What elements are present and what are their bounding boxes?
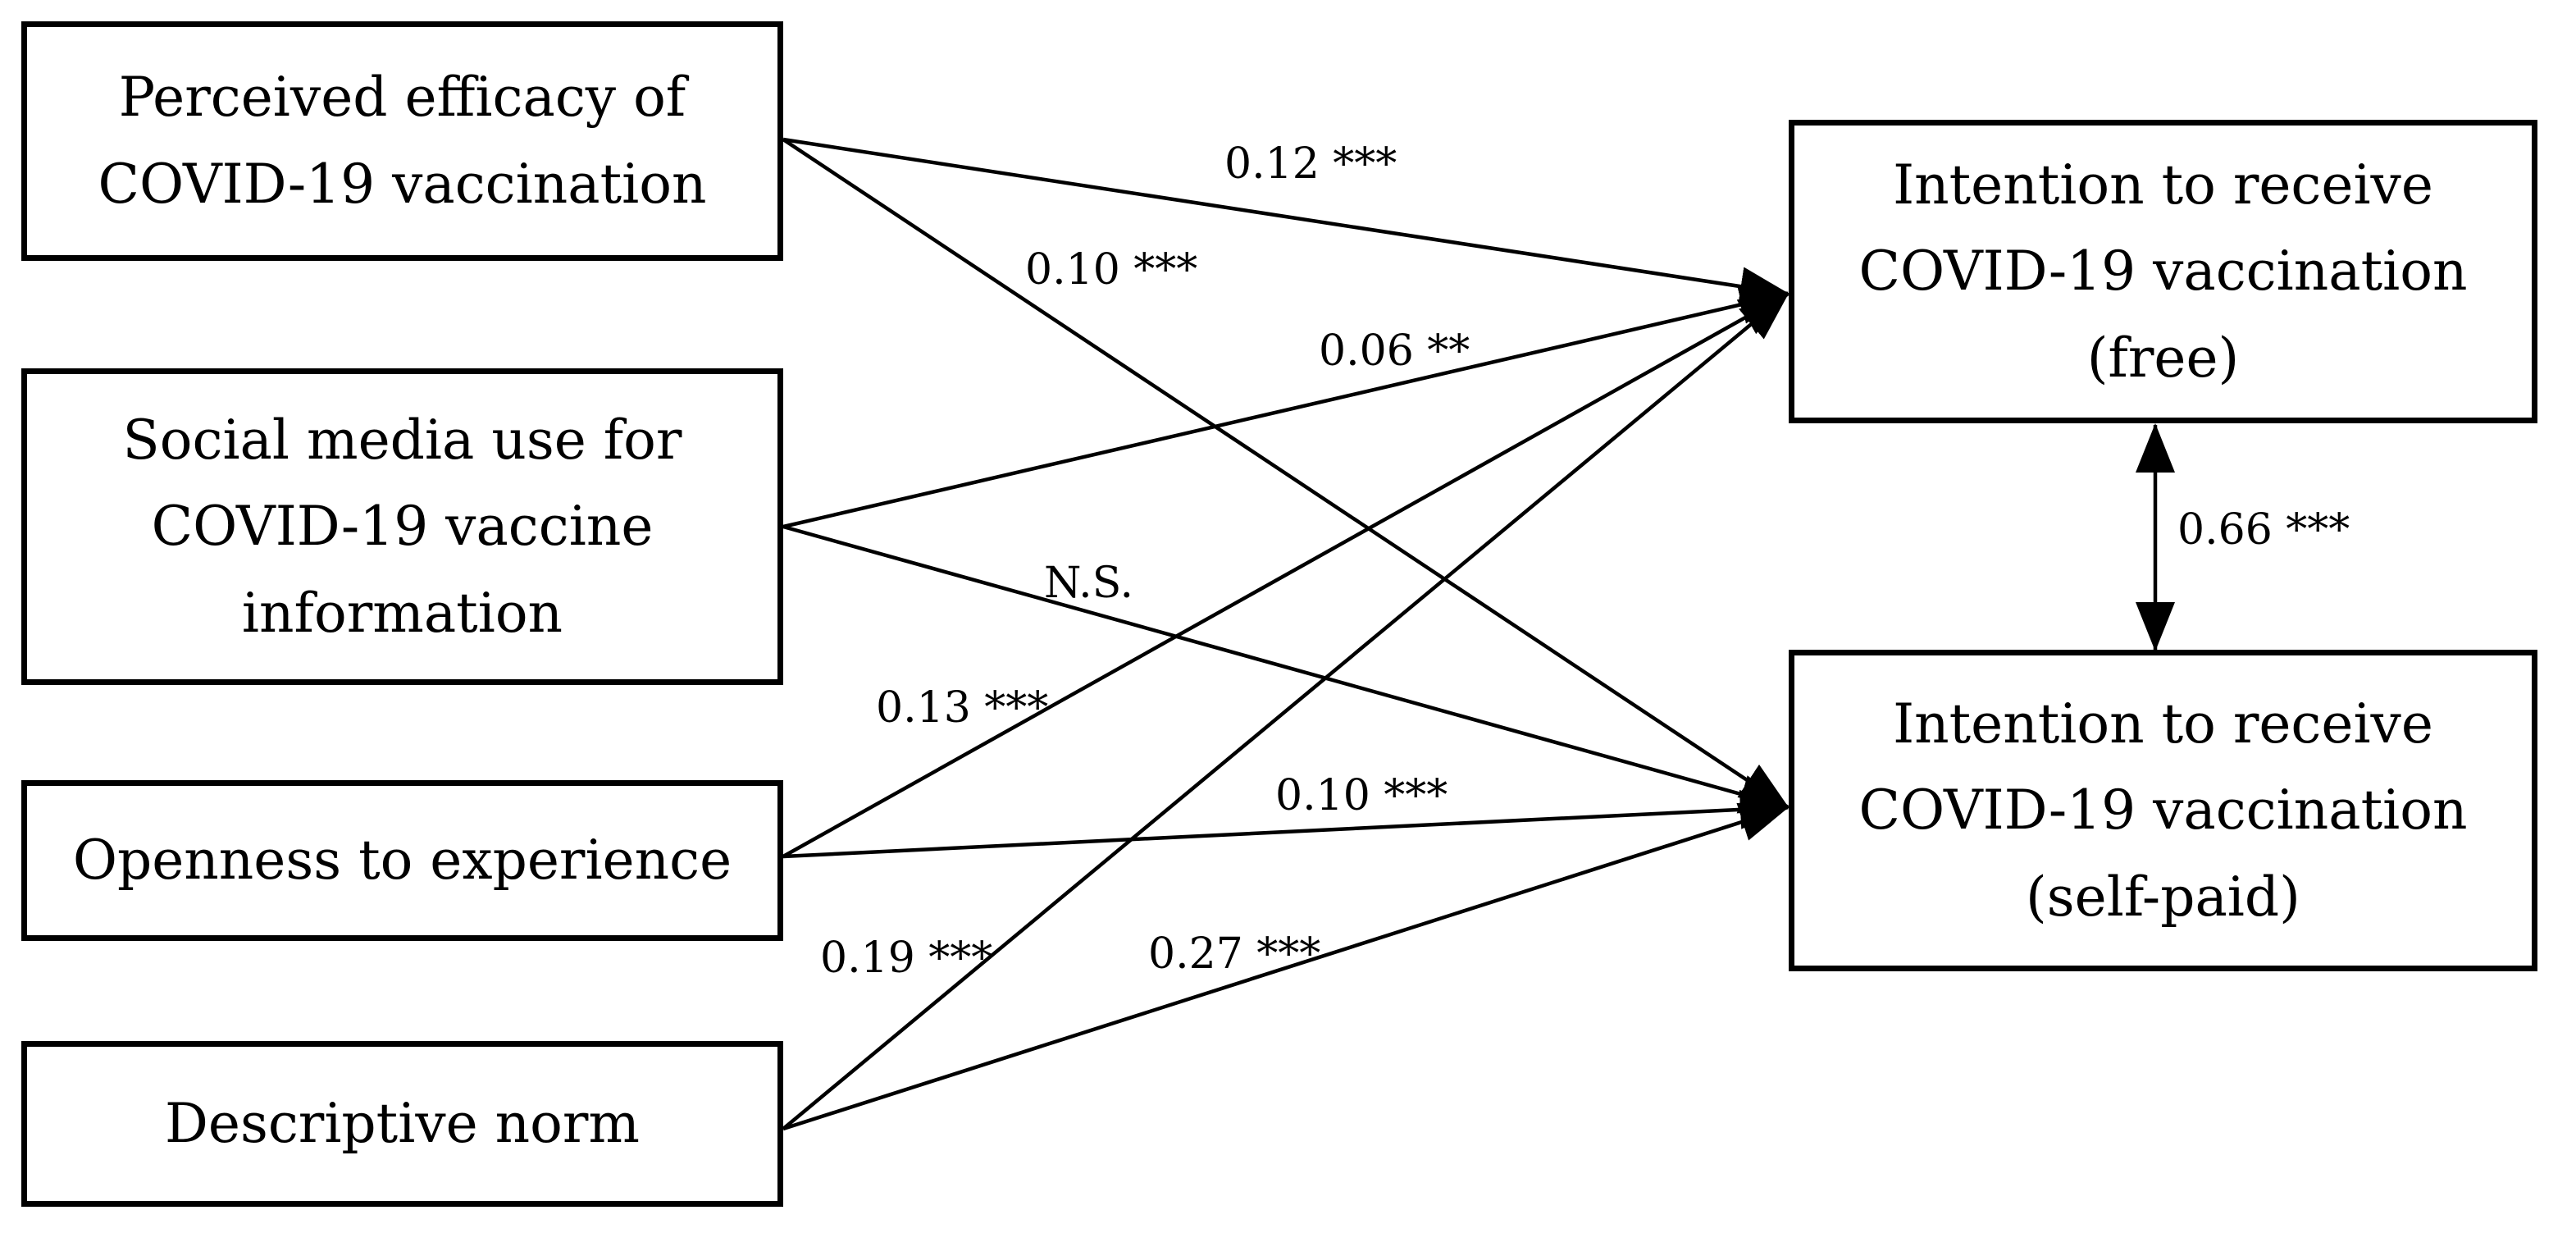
path-efficacy-to-selfpaid	[782, 138, 1790, 809]
box-openness: Openness to experience	[21, 780, 783, 941]
box-intention-self-paid: Intention to receive COVID-19 vaccinatio…	[1789, 650, 2537, 971]
coef-norm-to-free: 0.19 ***	[820, 934, 992, 983]
box-openness-label: Openness to experience	[72, 829, 732, 893]
path-social-to-free	[782, 285, 1790, 529]
path-norm-to-selfpaid	[782, 802, 1790, 1131]
path-social-to-selfpaid	[782, 524, 1790, 814]
box-intention-self-paid-label: Intention to receive COVID-19 vaccinatio…	[1858, 692, 2468, 929]
coef-openness-to-selfpaid: 0.10 ***	[1275, 771, 1448, 820]
box-perceived-efficacy: Perceived efficacy of COVID-19 vaccinati…	[21, 21, 783, 261]
path-openness-to-selfpaid	[782, 789, 1790, 859]
box-social-media-use-label: Social media use for COVID-19 vaccine in…	[122, 408, 682, 645]
path-efficacy-to-free	[782, 137, 1790, 306]
coef-social-to-selfpaid: N.S.	[1044, 559, 1133, 608]
coef-efficacy-to-free: 0.12 ***	[1224, 139, 1397, 189]
box-social-media-use: Social media use for COVID-19 vaccine in…	[21, 368, 783, 685]
box-descriptive-norm: Descriptive norm	[21, 1041, 783, 1207]
coef-efficacy-to-selfpaid: 0.10 ***	[1025, 245, 1197, 295]
coef-openness-to-free: 0.13 ***	[876, 683, 1048, 733]
coef-social-to-free: 0.06 **	[1319, 327, 1470, 376]
coef-correlation: 0.66 ***	[2177, 505, 2350, 555]
box-intention-free-label: Intention to receive COVID-19 vaccinatio…	[1858, 153, 2468, 390]
box-intention-free: Intention to receive COVID-19 vaccinatio…	[1789, 120, 2537, 423]
path-norm-to-free	[782, 292, 1790, 1130]
path-openness-to-free	[782, 292, 1790, 858]
box-perceived-efficacy-label: Perceived efficacy of COVID-19 vaccinati…	[98, 66, 707, 216]
coef-norm-to-selfpaid: 0.27 ***	[1148, 929, 1320, 979]
box-descriptive-norm-label: Descriptive norm	[164, 1092, 641, 1156]
